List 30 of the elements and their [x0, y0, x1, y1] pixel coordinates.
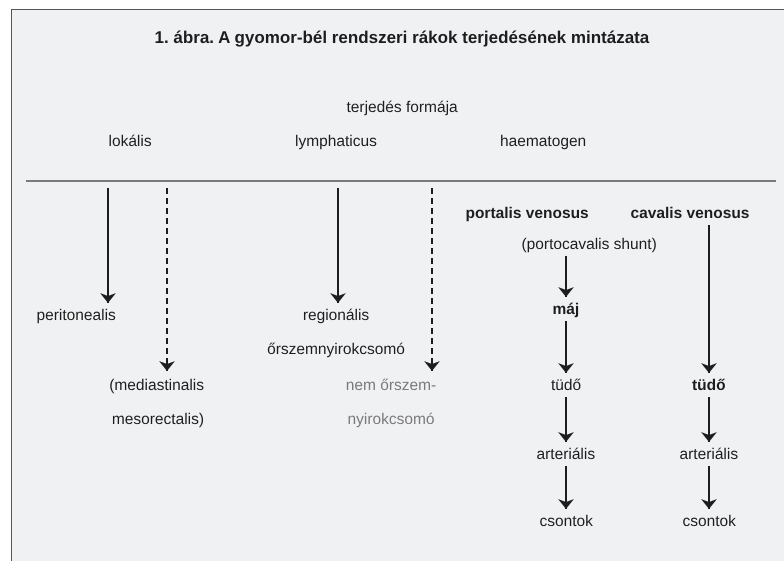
arrow — [558, 256, 574, 297]
arrow — [100, 188, 116, 303]
arrow — [558, 397, 574, 442]
node-label: arteriális — [536, 438, 596, 472]
node-label: csontok — [540, 505, 593, 539]
arrow — [701, 466, 717, 509]
arrow — [558, 466, 574, 509]
arrow — [330, 188, 346, 303]
node-label: tüdő — [692, 369, 726, 403]
node-label: arteriális — [680, 438, 738, 472]
column-heading: lymphaticus — [295, 132, 377, 152]
node-label: tüdő — [551, 369, 582, 403]
node-label: regionális őrszemnyirokcsomó — [266, 299, 406, 367]
arrow — [159, 188, 175, 371]
node-label: peritonealis — [36, 299, 116, 333]
node-label: csontok — [682, 505, 736, 539]
column-heading: portalis venosus — [466, 204, 589, 224]
axis-heading: terjedés formája — [346, 98, 458, 118]
arrow — [424, 188, 440, 371]
arrow — [701, 397, 717, 442]
figure-title: 1. ábra. A gyomor-bél rendszeri rákok terjedésének mintázata — [154, 27, 650, 49]
column-heading: lokális — [108, 132, 152, 152]
node-label: cavalis venosus — [630, 197, 750, 231]
node-label: (portocavalis shunt) — [522, 228, 657, 262]
node-label: máj — [552, 293, 580, 327]
column-heading: haematogen — [500, 132, 586, 152]
arrow — [701, 225, 717, 373]
arrow — [558, 321, 574, 373]
node-label: (mediastinalis mesorectalis) — [78, 369, 204, 437]
node-label: nem őrszem-nyirokcsomó — [335, 369, 447, 437]
